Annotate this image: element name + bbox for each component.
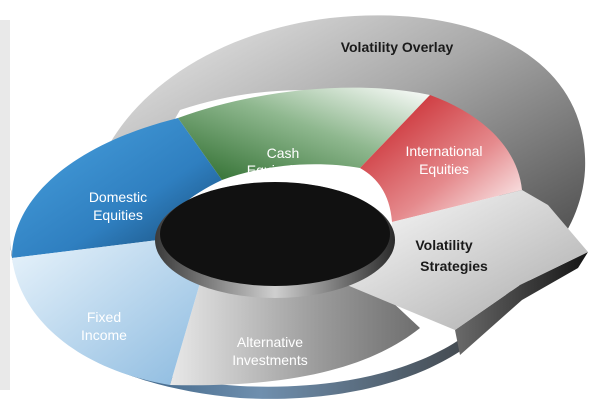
fixed-income-label-line2: Income [81, 327, 127, 343]
international-equities-label-line1: International [405, 143, 482, 159]
cash-equivalents-label-line2: Equivalents [247, 162, 319, 178]
alternative-investments-label-line1: Alternative [237, 334, 303, 350]
segment-alternative-investments [170, 272, 420, 386]
cash-equivalents-label-line1: Cash [267, 145, 300, 161]
segment-cash-equivalents [178, 87, 430, 180]
domestic-equities-label-line1: Domestic [89, 189, 147, 205]
page-edge-shadow [0, 20, 10, 390]
segment-domestic-equities [12, 118, 222, 258]
volatility-strategies-label-line2: Strategies [420, 258, 488, 274]
volatility-strategies-label-line1: Volatility [415, 237, 473, 253]
international-equities-label-line2: Equities [419, 161, 469, 177]
alternative-investments-label-line2: Investments [232, 352, 307, 368]
domestic-equities-label-line2: Equities [93, 207, 143, 223]
strategies-arrow [330, 190, 588, 330]
volatility-overlay-label: Volatility Overlay [341, 39, 454, 55]
segment-international-equities [360, 95, 522, 222]
segment-fixed-income [12, 240, 200, 385]
fixed-income-label-line1: Fixed [87, 309, 121, 325]
volatility-overlay-ring [90, 15, 586, 290]
strategies-arrow-side [455, 252, 588, 355]
hub [160, 182, 390, 286]
